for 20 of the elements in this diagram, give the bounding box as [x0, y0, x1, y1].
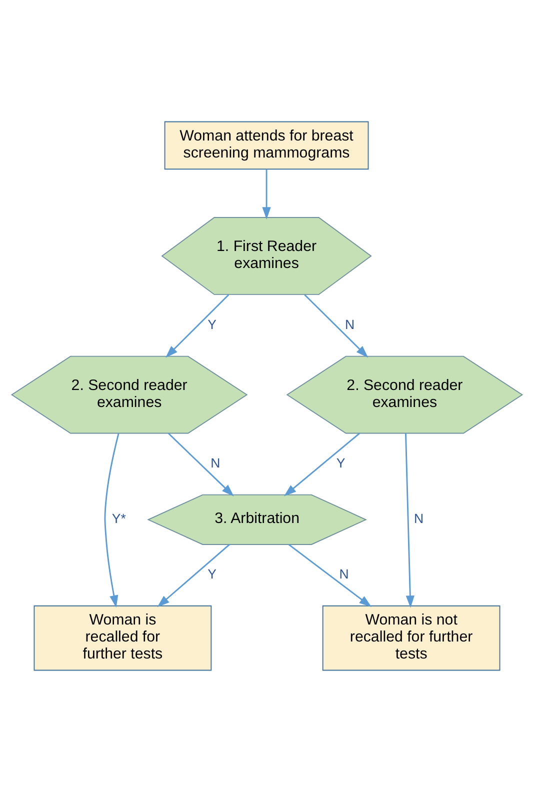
arrow	[288, 543, 372, 607]
arrow	[405, 432, 414, 608]
arrow	[104, 432, 120, 608]
arrow	[166, 294, 230, 358]
edge-label: Y	[208, 316, 216, 332]
edge-label: N	[344, 316, 355, 332]
node-box: Woman is recalled for further tests	[34, 604, 212, 670]
edge-label: Y*	[112, 510, 126, 526]
edge-label: Y	[336, 455, 346, 470]
edge-label: N	[210, 455, 220, 470]
arrow	[284, 432, 360, 496]
node-box: Woman attends for breast screening mammograms	[164, 120, 369, 170]
node-box: Woman is not recalled for further tests	[322, 604, 500, 670]
arrow	[304, 294, 368, 358]
arrow	[262, 168, 271, 219]
arrow	[168, 432, 234, 496]
edge-label: N	[414, 510, 424, 526]
edge-label: N	[339, 566, 349, 582]
arrow	[157, 543, 230, 607]
edge-label: Y	[208, 566, 216, 582]
